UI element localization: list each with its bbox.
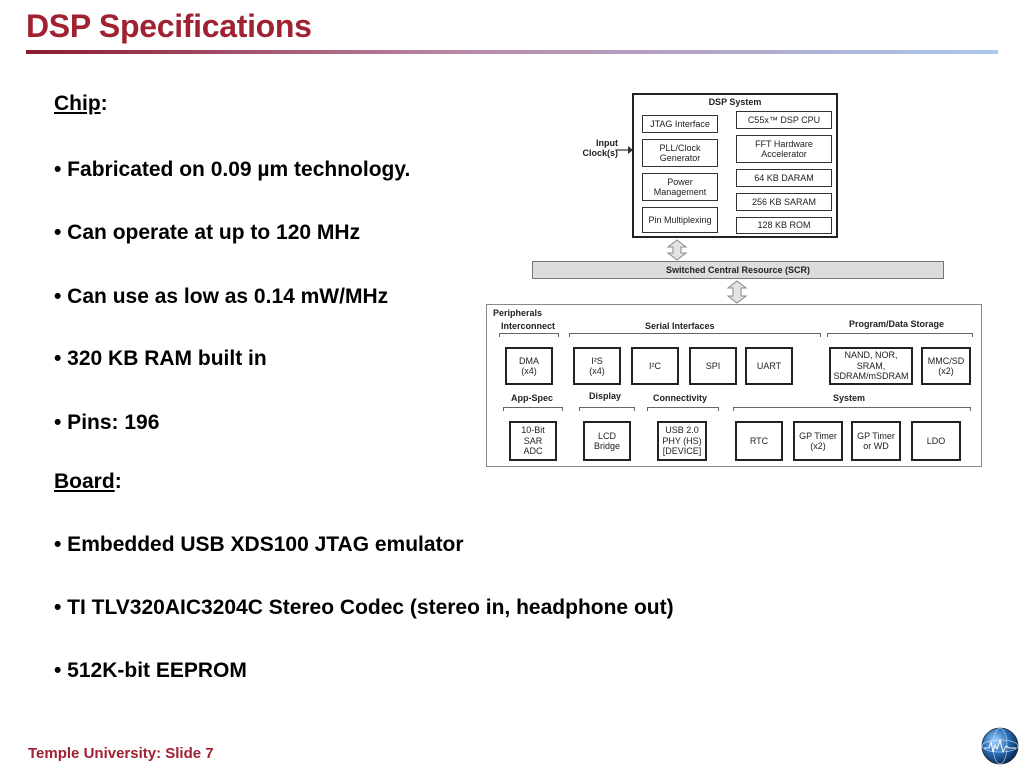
- chip-heading-colon: :: [100, 92, 108, 115]
- input-clock-arrow-icon: [616, 146, 633, 154]
- serial-interfaces-label: Serial Interfaces: [645, 321, 715, 331]
- adc-line1: 10-Bit: [521, 425, 545, 436]
- appspec-bracket: [503, 407, 563, 411]
- chip-bullet: • Fabricated on 0.09 µm technology.: [54, 158, 411, 181]
- appspec-label: App-Spec: [511, 393, 554, 403]
- dma-count: (x4): [521, 366, 537, 376]
- power-management-box: Power Management: [642, 173, 718, 201]
- board-heading-line: Board:: [54, 470, 122, 494]
- i2s-box: I²S(x4): [573, 347, 621, 385]
- nand-line1: NAND, NOR,: [844, 350, 898, 361]
- nand-line2: SRAM,: [856, 360, 886, 371]
- pin-multiplexing-box: Pin Multiplexing: [642, 207, 718, 233]
- rom-box: 128 KB ROM: [736, 217, 832, 234]
- chip-bullet: • Pins: 196: [54, 411, 160, 434]
- connectivity-label: Connectivity: [653, 393, 708, 403]
- dma-label: DMA: [519, 355, 539, 366]
- system-bracket: [733, 407, 971, 411]
- scr-peripherals-arrow-icon: [726, 280, 748, 304]
- peripherals-block: Peripherals Interconnect Serial Interfac…: [486, 304, 982, 467]
- gpt1-line2: (x2): [810, 441, 826, 451]
- chip-bullet: • Can operate at up to 120 MHz: [54, 221, 361, 244]
- gpt2-line1: GP Timer: [857, 430, 895, 441]
- chip-bullet: • 320 KB RAM built in: [54, 347, 267, 370]
- adc-line3: ADC: [523, 446, 543, 457]
- chip-heading: Chip: [54, 92, 101, 115]
- dsp-block-diagram: Input Clock(s) DSP System JTAG Interface…: [486, 90, 982, 470]
- footer-slide-label: Temple University: Slide 7: [28, 745, 214, 762]
- connectivity-bracket: [647, 407, 719, 411]
- globe-logo-icon: [981, 727, 1019, 765]
- chip-bullet: • Can use as low as 0.14 mW/MHz: [54, 285, 389, 308]
- gp-timer-x2-box: GP Timer(x2): [793, 421, 843, 461]
- rtc-box: RTC: [735, 421, 783, 461]
- scr-bar: Switched Central Resource (SCR): [532, 261, 944, 279]
- nand-line3: SDRAM/mSDRAM: [833, 371, 909, 382]
- fft-accelerator-box: FFT Hardware Accelerator: [736, 135, 832, 163]
- gpt2-line2: or WD: [863, 441, 889, 451]
- system-label: System: [833, 393, 866, 403]
- program-storage-label: Program/Data Storage: [849, 319, 945, 329]
- peripherals-title: Peripherals: [493, 308, 543, 318]
- dsp-system-block: DSP System JTAG Interface PLL/Clock Gene…: [632, 93, 838, 238]
- lcd-line2: Bridge: [593, 441, 620, 451]
- dsp-system-title: DSP System: [708, 97, 762, 107]
- board-heading-colon: :: [114, 470, 122, 493]
- uart-box: UART: [745, 347, 793, 385]
- interconnect-bracket: [499, 333, 559, 337]
- daram-box: 64 KB DARAM: [736, 169, 832, 187]
- slide-title: DSP Specifications: [26, 8, 312, 44]
- input-clock-label-line2: Clock(s): [582, 148, 618, 159]
- gpt1-line1: GP Timer: [799, 430, 837, 441]
- serial-bracket: [569, 333, 821, 337]
- interconnect-label: Interconnect: [501, 321, 556, 331]
- adc-line2: SAR: [523, 435, 543, 446]
- dma-box: DMA(x4): [505, 347, 553, 385]
- ldo-box: LDO: [911, 421, 961, 461]
- i2s-count: (x4): [589, 366, 605, 376]
- mmc-sd-box: MMC/SD(x2): [921, 347, 971, 385]
- saram-box: 256 KB SARAM: [736, 193, 832, 211]
- i2c-box: I²C: [631, 347, 679, 385]
- usb-line2: PHY (HS): [662, 435, 702, 446]
- title-divider: [26, 50, 998, 54]
- i2s-label: I²S: [591, 355, 603, 366]
- input-clock-label: Input Clock(s): [572, 138, 618, 159]
- usb-line3: [DEVICE]: [662, 446, 702, 457]
- chip-heading-line: Chip:: [54, 92, 108, 116]
- display-label: Display: [589, 391, 622, 401]
- storage-bracket: [827, 333, 973, 337]
- dsp-cpu-box: C55x™ DSP CPU: [736, 111, 832, 129]
- display-bracket: [579, 407, 635, 411]
- spi-box: SPI: [689, 347, 737, 385]
- board-heading: Board: [54, 470, 115, 493]
- board-bullet: • 512K-bit EEPROM: [54, 659, 247, 682]
- mmc-count: (x2): [938, 366, 954, 376]
- pll-clock-box: PLL/Clock Generator: [642, 139, 718, 167]
- input-clock-label-line1: Input: [596, 138, 618, 148]
- board-bullet: • Embedded USB XDS100 JTAG emulator: [54, 533, 464, 556]
- lcd-line1: LCD: [597, 430, 616, 441]
- board-bullet: • TI TLV320AIC3204C Stereo Codec (stereo…: [54, 596, 674, 619]
- jtag-interface-box: JTAG Interface: [642, 115, 718, 133]
- mmc-label: MMC/SD: [927, 355, 965, 366]
- nand-nor-box: NAND, NOR,SRAM,SDRAM/mSDRAM: [829, 347, 913, 385]
- system-scr-arrow-icon: [666, 239, 688, 261]
- usb-line1: USB 2.0: [665, 425, 699, 436]
